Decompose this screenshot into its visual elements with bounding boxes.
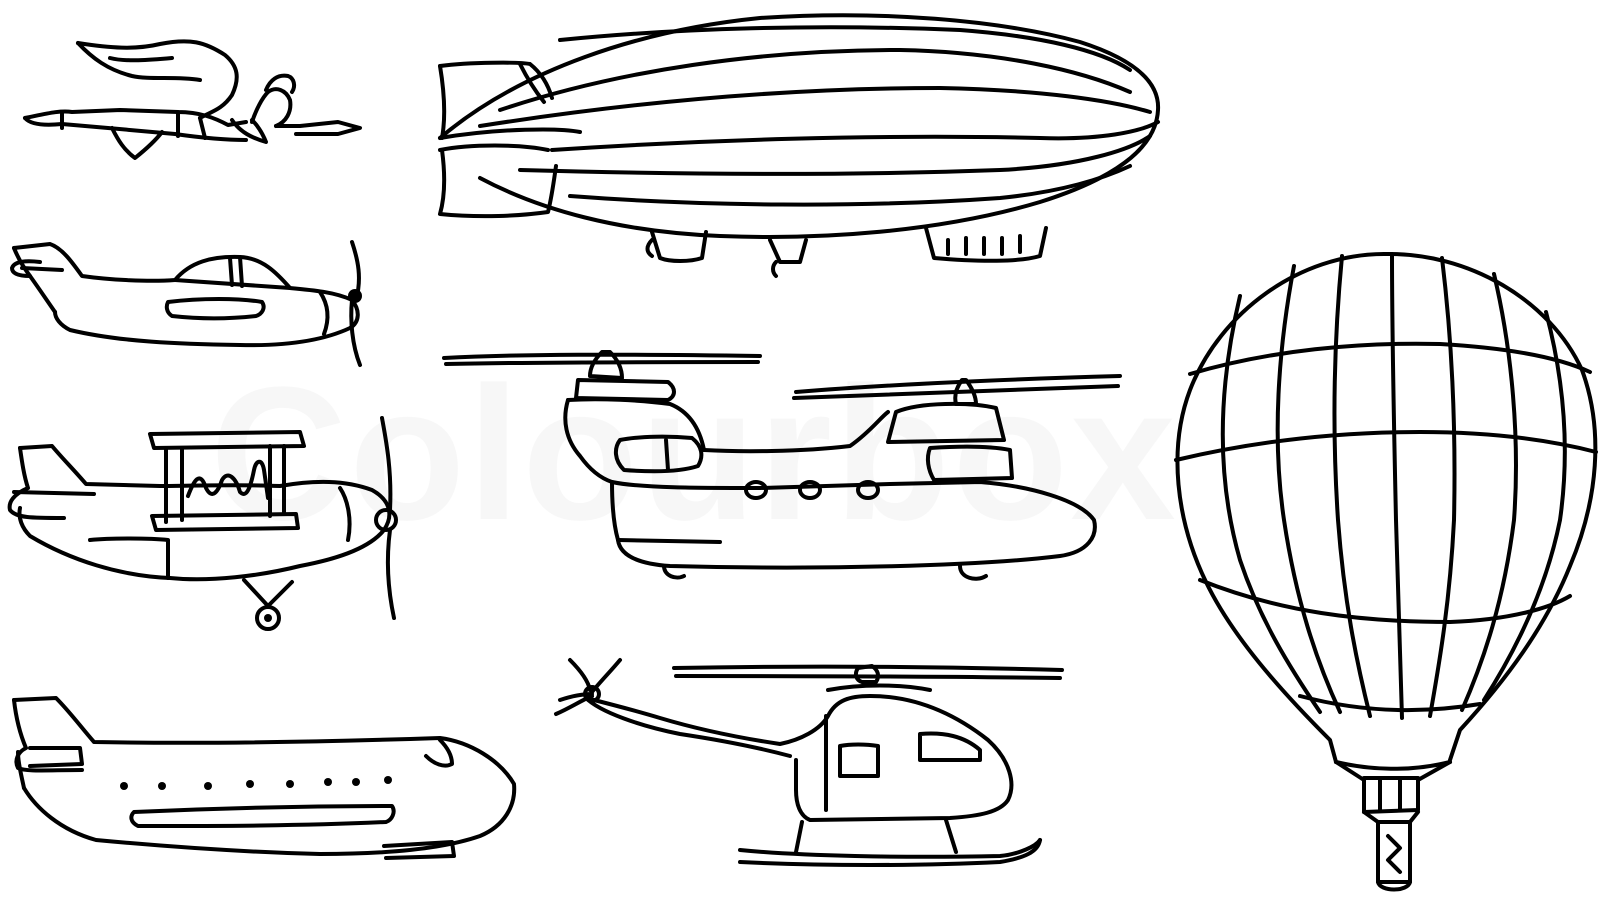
hot-air-balloon: [1174, 251, 1598, 892]
twin-rotor-helicopter: [442, 350, 1122, 581]
propeller-airplane: [10, 240, 362, 367]
passenger-jet: [12, 696, 517, 860]
zeppelin-airship: [438, 13, 1161, 278]
flying-superhero: [23, 39, 362, 160]
watermark-text: Colourbox: [210, 348, 1178, 560]
biplane: [7, 416, 398, 631]
helicopter: [554, 658, 1064, 867]
